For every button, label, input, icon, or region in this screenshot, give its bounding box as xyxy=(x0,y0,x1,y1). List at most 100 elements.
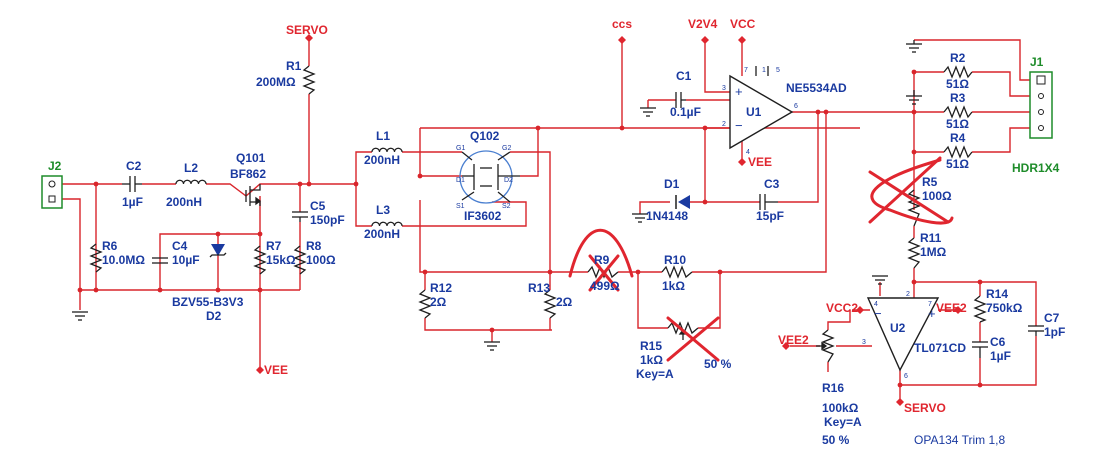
net-v2v4: V2V4 xyxy=(688,17,718,31)
d1-value: 1N4148 xyxy=(646,209,688,223)
r15-ref: R15 xyxy=(640,339,662,353)
r15-cross-mark xyxy=(666,316,720,362)
r16-ref: R16 xyxy=(822,381,844,395)
r16-value: 100kΩ xyxy=(822,401,859,415)
net-flags xyxy=(256,34,962,406)
l3-ref: L3 xyxy=(376,203,390,217)
l3-inductor xyxy=(371,221,403,227)
r5-resistor xyxy=(907,189,921,227)
c3-capacitor xyxy=(759,194,778,210)
d1-diode xyxy=(675,195,690,209)
r2-resistor xyxy=(943,65,973,79)
net-vee2-right: VEE2 xyxy=(936,301,967,315)
inductors xyxy=(175,147,403,227)
r13-ref: R13 xyxy=(528,281,550,295)
c1-capacitor xyxy=(675,92,686,108)
net-vcc2: VCC2 xyxy=(826,301,858,315)
d1-ref: D1 xyxy=(664,177,680,191)
c4-value: 10µF xyxy=(172,253,200,267)
net-servo-top: SERVO xyxy=(286,23,328,37)
d2-zener xyxy=(209,244,227,258)
r15-percent: 50 % xyxy=(704,357,732,371)
r15-key: Key=A xyxy=(636,367,674,381)
u2-ref: U2 xyxy=(890,321,906,335)
r16-resistor xyxy=(821,329,835,363)
l1-value: 200nH xyxy=(364,153,400,167)
svg-text:4: 4 xyxy=(746,149,750,156)
svg-text:2: 2 xyxy=(906,291,910,298)
net-vee-left: VEE xyxy=(264,363,288,377)
ground-r12 xyxy=(484,341,500,351)
svg-text:3: 3 xyxy=(862,339,866,346)
q102-ref: Q102 xyxy=(470,129,500,143)
c6-ref: C6 xyxy=(990,335,1006,349)
r9-value: 499Ω xyxy=(590,279,620,293)
r8-value: 100Ω xyxy=(306,253,336,267)
red-cross-marks xyxy=(568,156,954,362)
svg-text:6: 6 xyxy=(794,103,798,110)
r16-percent: 50 % xyxy=(822,433,850,447)
r3-value: 51Ω xyxy=(946,117,969,131)
r10-ref: R10 xyxy=(664,253,686,267)
c3-ref: C3 xyxy=(764,177,780,191)
j2-connector xyxy=(41,175,63,209)
r1-value: 200MΩ xyxy=(256,75,296,89)
ground-d1 xyxy=(632,213,648,223)
svg-text:G2: G2 xyxy=(502,145,511,152)
r16-key: Key=A xyxy=(824,415,862,429)
svg-text:3: 3 xyxy=(722,85,726,92)
r1-resistor xyxy=(302,65,316,95)
ground-j1-top xyxy=(906,40,922,53)
trim-note: OPA134 Trim 1,8 xyxy=(914,433,1005,447)
r12-ref: R12 xyxy=(430,281,452,295)
labels: SERVO ccs V2V4 VCC VEE VEE VCC2 VEE2 VEE… xyxy=(48,17,1065,447)
r9-cross-mark xyxy=(568,229,634,292)
q102-value: IF3602 xyxy=(464,209,502,223)
svg-text:7: 7 xyxy=(928,301,932,308)
r10-resistor xyxy=(661,265,693,279)
c4-ref: C4 xyxy=(172,239,188,253)
l3-value: 200nH xyxy=(364,227,400,241)
net-vcc: VCC xyxy=(730,17,756,31)
r12-value: 2Ω xyxy=(430,295,447,309)
c5-capacitor xyxy=(292,211,308,222)
wires xyxy=(62,39,1037,400)
q101-ref: Q101 xyxy=(236,151,266,165)
svg-text:1: 1 xyxy=(762,67,766,74)
r3-resistor xyxy=(943,105,973,119)
net-vee2-left: VEE2 xyxy=(778,333,809,347)
c5-ref: C5 xyxy=(310,199,326,213)
r7-ref: R7 xyxy=(266,239,282,253)
c3-value: 15pF xyxy=(756,209,784,223)
l2-ref: L2 xyxy=(184,161,198,175)
r2-ref: R2 xyxy=(950,51,966,65)
ground-j2 xyxy=(72,311,88,321)
d2-value: BZV55-B3V3 xyxy=(172,295,244,309)
svg-text:S1: S1 xyxy=(456,203,465,210)
r13-value: 2Ω xyxy=(556,295,573,309)
capacitors xyxy=(122,92,1044,358)
r14-ref: R14 xyxy=(986,287,1008,301)
c1-value: 0.1µF xyxy=(670,105,701,119)
c7-ref: C7 xyxy=(1044,311,1060,325)
svg-text:7: 7 xyxy=(744,67,748,74)
r13-resistor xyxy=(543,289,557,319)
ground-symbols xyxy=(72,40,922,351)
r7-resistor xyxy=(253,245,267,275)
net-ccs: ccs xyxy=(612,17,632,31)
l1-ref: L1 xyxy=(376,129,390,143)
svg-text:+: + xyxy=(735,84,743,99)
r4-ref: R4 xyxy=(950,131,966,145)
u1-value: NE5534AD xyxy=(786,81,847,95)
r8-resistor xyxy=(293,245,307,275)
c2-capacitor xyxy=(122,176,142,192)
r5-cross-mark xyxy=(868,156,954,225)
resistors xyxy=(89,65,987,363)
c1-ref: C1 xyxy=(676,69,692,83)
l2-value: 200nH xyxy=(166,195,202,209)
q101-jfet xyxy=(245,184,262,206)
svg-text:5: 5 xyxy=(776,67,780,74)
r6-resistor xyxy=(89,243,103,273)
j2-label: J2 xyxy=(48,159,62,173)
